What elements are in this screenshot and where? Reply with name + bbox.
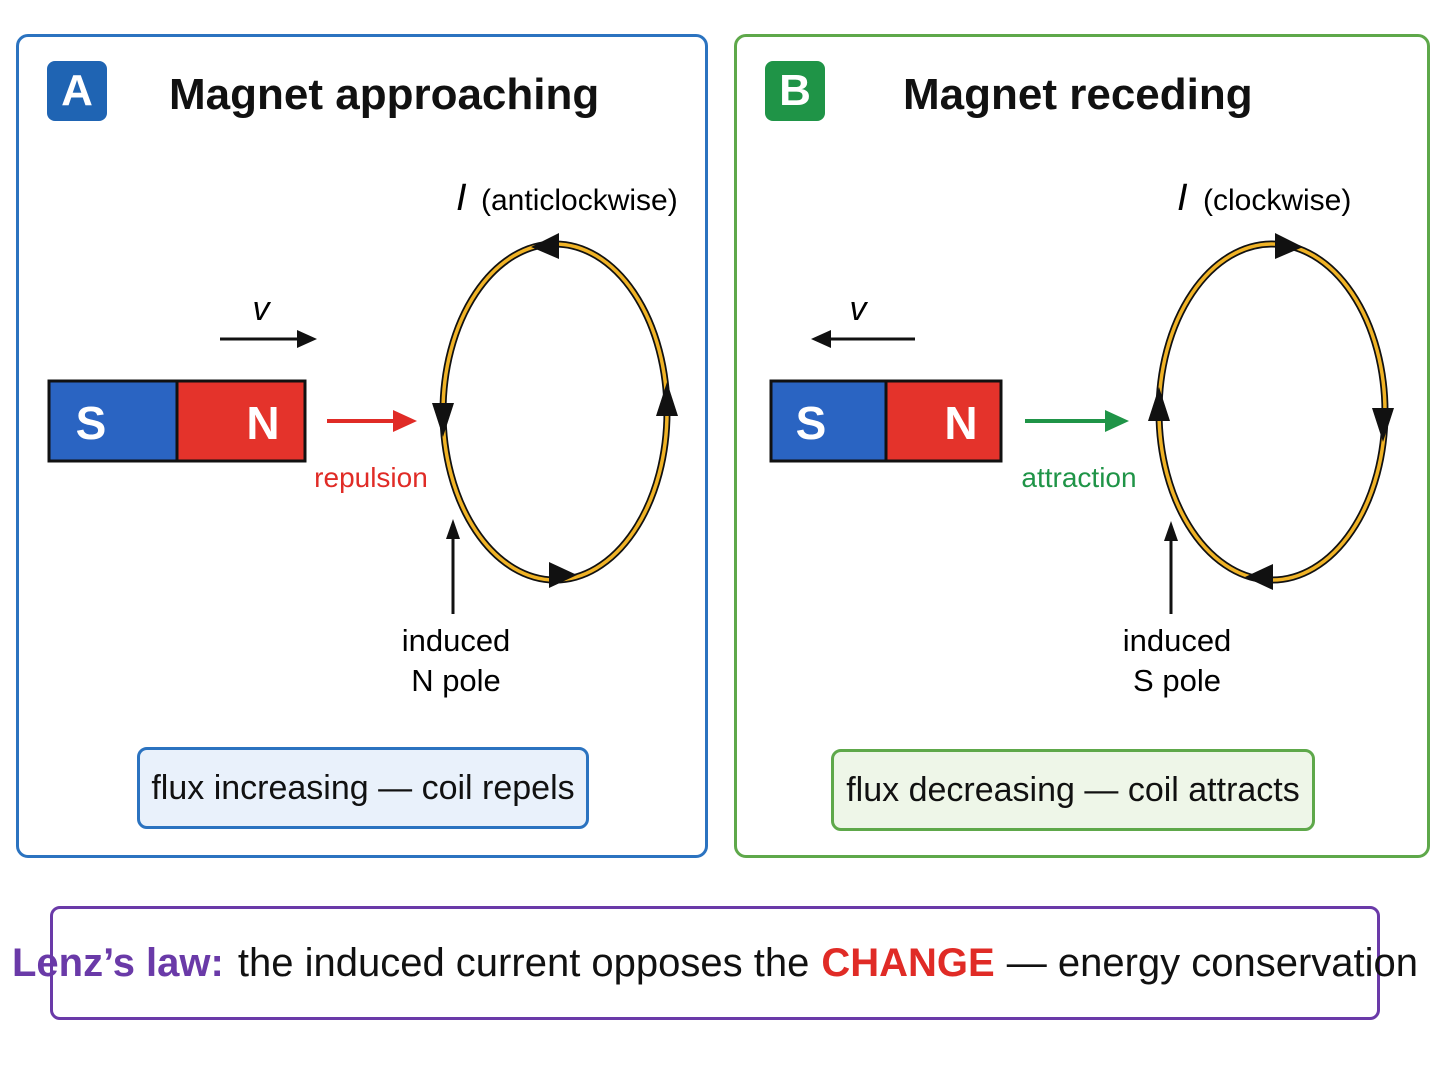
velocity-arrow: [811, 330, 915, 348]
induced-pole-label-line2: S pole: [1133, 663, 1221, 698]
current-arrowhead: [656, 382, 678, 416]
magnet-south-pole: S: [76, 397, 107, 449]
panel-b-summary: flux decreasing — coil attracts: [831, 749, 1315, 831]
current-arrowhead: [1275, 233, 1303, 259]
panel-b-diagram: I (clockwise) v S N attraction: [769, 177, 1394, 698]
repulsion-arrow: [327, 410, 417, 432]
bar-magnet: S N: [47, 379, 307, 463]
panel-magnet-approaching: A Magnet approaching I (anticlockwise) v…: [16, 34, 708, 858]
attraction-arrow: [1025, 410, 1129, 432]
current-arrowhead: [1245, 564, 1273, 590]
velocity-label: v: [850, 290, 869, 328]
bar-magnet: S N: [769, 379, 1003, 463]
current-symbol: I: [456, 177, 467, 219]
panel-a-badge: A: [47, 61, 107, 121]
current-direction-label: (anticlockwise): [481, 184, 678, 217]
panel-a-diagram: I (anticlockwise) v S N repulsion: [47, 177, 678, 698]
panel-b-title: Magnet receding: [903, 70, 1253, 119]
induced-pole-pointer: [446, 519, 460, 614]
induced-pole-label-line1: induced: [1123, 623, 1232, 658]
panel-a-summary: flux increasing — coil repels: [137, 747, 589, 829]
magnet-north-pole: N: [246, 397, 279, 449]
current-arrowhead: [531, 233, 559, 259]
force-label: attraction: [1021, 462, 1136, 493]
panel-b-badge: B: [765, 61, 825, 121]
velocity-label: v: [253, 290, 272, 328]
panel-magnet-receding: B Magnet receding I (clockwise) v S N at…: [734, 34, 1430, 858]
lenz-law-box: Lenz’s law: the induced current opposes …: [12, 906, 1418, 1020]
induced-pole-label-line1: induced: [402, 623, 511, 658]
current-arrowhead: [432, 403, 454, 437]
current-direction-label: (clockwise): [1203, 184, 1351, 217]
force-label: repulsion: [314, 462, 428, 493]
lenz-law-label: Lenz’s law:: [11, 940, 224, 985]
velocity-arrow: [220, 330, 317, 348]
lenz-law-text-before: the induced current opposes the: [237, 940, 810, 985]
coil-loop: [1148, 233, 1394, 590]
induced-pole-label-line2: N pole: [411, 663, 501, 698]
coil-loop: [432, 233, 678, 588]
lenz-law-highlight: CHANGE: [821, 940, 995, 985]
panel-a-title: Magnet approaching: [169, 70, 600, 119]
lenz-law-text-after: — energy conservation: [1006, 940, 1419, 985]
magnet-south-pole: S: [796, 397, 827, 449]
current-symbol: I: [1177, 177, 1188, 219]
magnet-north-pole: N: [944, 397, 977, 449]
current-arrowhead: [1372, 408, 1394, 442]
current-arrowhead: [1148, 387, 1170, 421]
induced-pole-pointer: [1164, 521, 1178, 614]
current-arrowhead: [549, 562, 577, 588]
